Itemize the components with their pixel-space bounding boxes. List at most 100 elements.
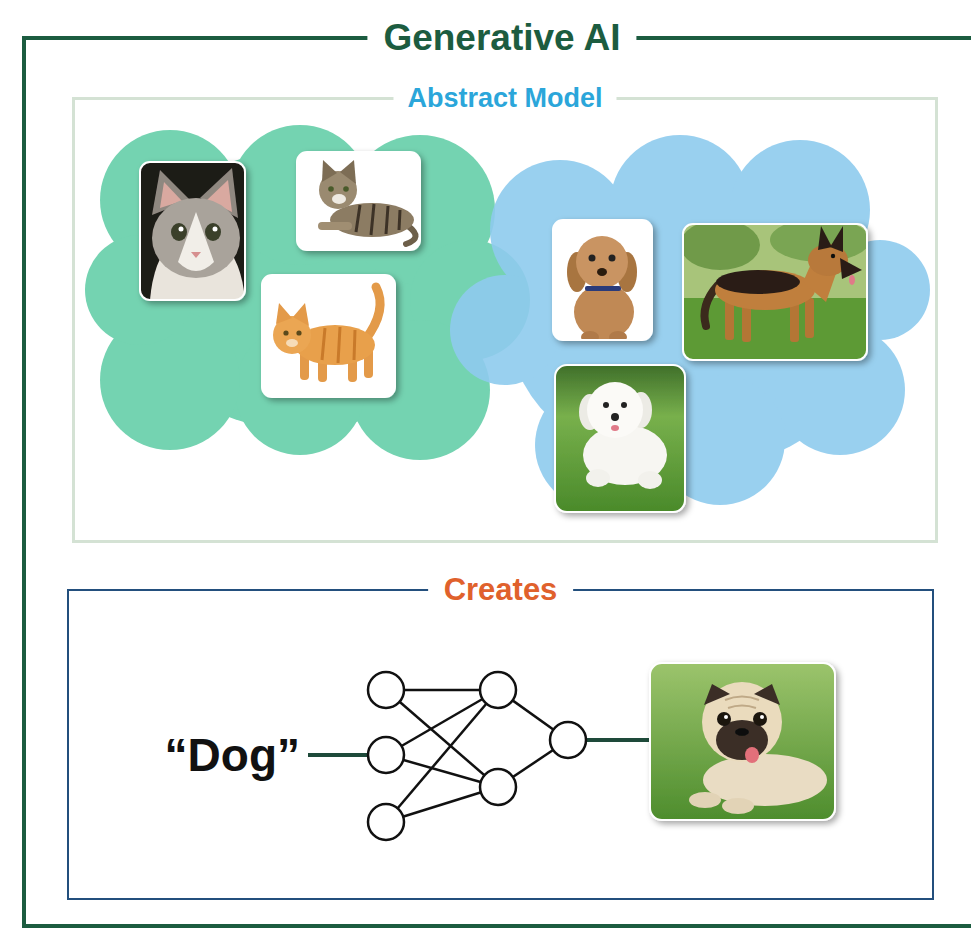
dog-photo-part-part	[576, 236, 628, 288]
dog-photo-part	[683, 224, 867, 360]
cat-photo-part-part	[171, 223, 187, 241]
outer-frame: Abstract ModelCreates“Dog”Generative AI	[22, 36, 971, 928]
cat-photo-part-part	[318, 222, 352, 230]
dog-photo-part	[555, 365, 685, 512]
dog-photo-part-part	[683, 224, 760, 270]
dog-photo	[555, 365, 685, 512]
cat-photo-part	[297, 152, 420, 250]
pug-photo-part-part	[702, 682, 782, 762]
pug-photo-part-part	[745, 747, 759, 763]
dog-photo-part-part	[831, 254, 835, 258]
cat-photo-part-part	[276, 303, 292, 324]
pug-photo-part-part	[735, 728, 749, 736]
dog-photo-part-part	[849, 275, 855, 285]
prompt-text: “Dog”	[165, 729, 300, 782]
cat-photo-part-part	[262, 275, 395, 397]
dog-photo-part-part	[830, 226, 843, 252]
neural-network-part-part	[386, 690, 498, 787]
dog-photo-part-part	[603, 402, 609, 408]
cat-photo-part-part	[328, 186, 334, 192]
dog-photo	[680, 218, 870, 360]
cat-photo-part-part	[296, 330, 301, 335]
pug-photo-part-part	[753, 712, 767, 726]
dog-photo-part	[683, 224, 867, 360]
cat-photo-part-part	[191, 252, 201, 258]
neural-network-part	[308, 753, 368, 757]
cat-photo-part-part	[343, 186, 349, 192]
dog-photo-part-part	[553, 220, 652, 340]
neural-network-part-part	[480, 672, 516, 708]
cat-photo-part	[297, 152, 420, 250]
pug-photo-part-part	[760, 715, 764, 719]
cat-cloud	[85, 125, 530, 460]
dog-photo-part-part	[585, 286, 621, 291]
cat-photo-part-part	[283, 330, 288, 335]
neural-network	[308, 672, 652, 840]
neural-network-part-part	[368, 672, 404, 708]
neural-network-part	[386, 690, 568, 822]
dog-photo-part	[553, 220, 652, 340]
cat-photo	[140, 162, 245, 300]
cat-photo-part-part	[322, 327, 355, 363]
dog-photo-part-part	[574, 284, 634, 340]
cat-photo-part-part	[297, 152, 420, 250]
dog-photo-part-part	[609, 255, 616, 262]
pug-photo-part	[650, 663, 835, 820]
cat-photo-part-part	[152, 198, 240, 278]
pug-photo-part-part	[716, 720, 768, 760]
cat-photo-part	[262, 275, 395, 397]
neural-network-part-part	[550, 722, 586, 758]
dog-photo-part	[553, 220, 652, 340]
dog-photo-part-part	[818, 226, 832, 250]
dog-photo-part-part	[555, 365, 685, 512]
dog-photo-part-part	[621, 402, 627, 408]
cat-photo-part-part	[179, 227, 184, 232]
pug-photo-part-part	[722, 798, 754, 814]
neural-network-part-part	[386, 690, 498, 755]
neural-network-part-part	[480, 769, 516, 805]
dog-photo-part-part	[597, 268, 607, 276]
cat-photo-part-part	[356, 204, 400, 235]
cat-photo-part-part	[205, 223, 221, 241]
cat-photo	[297, 152, 420, 250]
pug-photo-part-part	[724, 715, 728, 719]
cat-photo-part-part	[140, 162, 245, 300]
panel-heading: Abstract Model	[393, 83, 616, 114]
dog-photo-part-part	[589, 255, 596, 262]
pug-photo	[650, 663, 835, 820]
pug-photo-part-part	[754, 684, 780, 705]
frame-heading: Generative AI	[367, 17, 636, 60]
cat-photo-part-part	[213, 227, 218, 232]
cat-photo-part	[262, 275, 395, 397]
cat-photo-part-part	[365, 287, 380, 340]
pug-photo-part-part	[650, 663, 835, 820]
output-panel: Creates“Dog”	[67, 589, 934, 900]
dog-cloud-part	[450, 275, 560, 385]
dog-photo-part-part	[587, 382, 643, 438]
cat-photo-part-part	[322, 160, 337, 182]
model-panel: Abstract Model	[72, 97, 938, 543]
cat-photo-part	[140, 162, 245, 300]
pug-photo-part-part	[689, 792, 721, 808]
panel-heading: Creates	[428, 572, 574, 608]
dog-photo-part-part	[715, 270, 815, 310]
cat-photo	[262, 275, 395, 397]
cat-photo-part-part	[332, 194, 346, 204]
cat-photo-part-part	[286, 339, 298, 347]
pug-photo-part	[650, 663, 835, 820]
dog-photo-part-part	[609, 331, 627, 340]
pug-photo-part-part	[717, 712, 731, 726]
dog-photo-part-part	[611, 413, 619, 421]
dog-photo-part-part	[638, 471, 662, 489]
dog-photo-part-part	[586, 469, 610, 487]
pug-photo-part-part	[703, 754, 827, 806]
dog-photo-part-part	[581, 331, 599, 340]
dog-photo-part	[555, 365, 685, 512]
pug-photo-part-part	[725, 697, 759, 709]
cat-photo-part-part	[293, 303, 309, 326]
dog-photo-part-part	[716, 270, 800, 294]
dog-photo-part-part	[805, 298, 814, 338]
neural-network-part-part	[368, 737, 404, 773]
